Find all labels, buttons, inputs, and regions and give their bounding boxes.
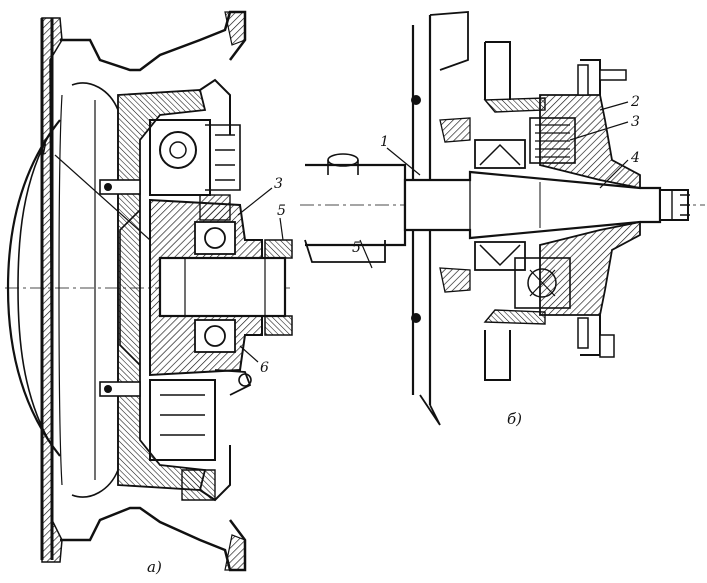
- leader-1-b: [386, 147, 421, 176]
- rim-bottom-edge: [224, 534, 246, 571]
- brake-springs: [205, 124, 241, 191]
- axle-shaft-b: [403, 170, 662, 240]
- label-3-a: 3: [274, 176, 283, 192]
- brake-shoe-lines: [160, 394, 205, 436]
- tire-inner-profile: [17, 129, 53, 447]
- label-4-b: 4: [630, 150, 640, 166]
- leader-1-a: [54, 154, 151, 241]
- brake-cam-center: [169, 141, 187, 159]
- seal-lower-b: [439, 267, 471, 293]
- label-1-b: 1: [380, 134, 389, 150]
- leader-3-b: [569, 121, 629, 141]
- gear-cluster-lower-b: [514, 257, 571, 309]
- wheel-stud-lower-b: [577, 317, 615, 358]
- leader-5-a: [279, 217, 284, 241]
- gear-cluster-upper-b: [529, 117, 576, 164]
- leader-2-b: [599, 101, 629, 111]
- label-2-b: 2: [630, 94, 640, 110]
- hub-lower-b: [539, 220, 641, 316]
- rim-left-section: [41, 17, 63, 563]
- lever-pin: [238, 373, 252, 387]
- panel-a-drawing: 1 3 5 6 а): [5, 10, 293, 576]
- wheel-bolt-upper: [99, 179, 141, 195]
- knuckle-web: [119, 209, 141, 366]
- leader-4-b: [599, 159, 629, 189]
- caption-b: б): [507, 410, 522, 428]
- bearing-lower-a: [194, 319, 236, 353]
- brake-cam: [159, 131, 197, 169]
- leader-6-a: [239, 345, 259, 363]
- label-5-b: 5: [352, 240, 361, 256]
- shaft-thread-b: [671, 190, 690, 220]
- bolt-head-b2: [411, 313, 421, 323]
- plate-edges-b: [419, 11, 469, 426]
- panel-b-drawing: 1 2 3 4 5 б): [300, 11, 705, 428]
- brake-drum-b: [484, 41, 511, 381]
- drum-web-upper-b: [483, 97, 546, 113]
- lower-lever: [214, 369, 252, 396]
- seal-upper: [199, 194, 231, 221]
- rim-top-well: [60, 10, 247, 72]
- bearing-upper-a: [194, 221, 236, 255]
- boss-sides-b: [327, 160, 359, 175]
- drum-web-lower-b: [483, 309, 546, 325]
- bearing-upper-b: [474, 139, 526, 169]
- axle-shaft-a: [158, 256, 287, 318]
- leader-3-a: [237, 187, 273, 216]
- label-5-a: 5: [277, 203, 286, 219]
- leader-5-b: [359, 239, 373, 269]
- rim-top-edge: [224, 11, 246, 46]
- hub-cap-flange: [264, 239, 293, 336]
- label-3-b: 3: [631, 114, 640, 130]
- brake-mechanism-lower: [149, 379, 216, 461]
- bearing-lower-b: [474, 241, 526, 271]
- label-1-a: 1: [40, 142, 49, 158]
- seal-upper-b: [439, 117, 471, 143]
- bolt-head-b1: [411, 95, 421, 105]
- wheel-bolt-lower: [99, 381, 141, 397]
- wheel-stud-upper-b: [577, 64, 627, 96]
- tire-outer-profile: [6, 119, 61, 457]
- lower-bracket: [181, 469, 216, 501]
- housing-bracket-b: [304, 239, 386, 263]
- rim-disk-line: [58, 94, 63, 486]
- caption-a: а): [147, 558, 162, 576]
- label-6-a: 6: [260, 360, 269, 376]
